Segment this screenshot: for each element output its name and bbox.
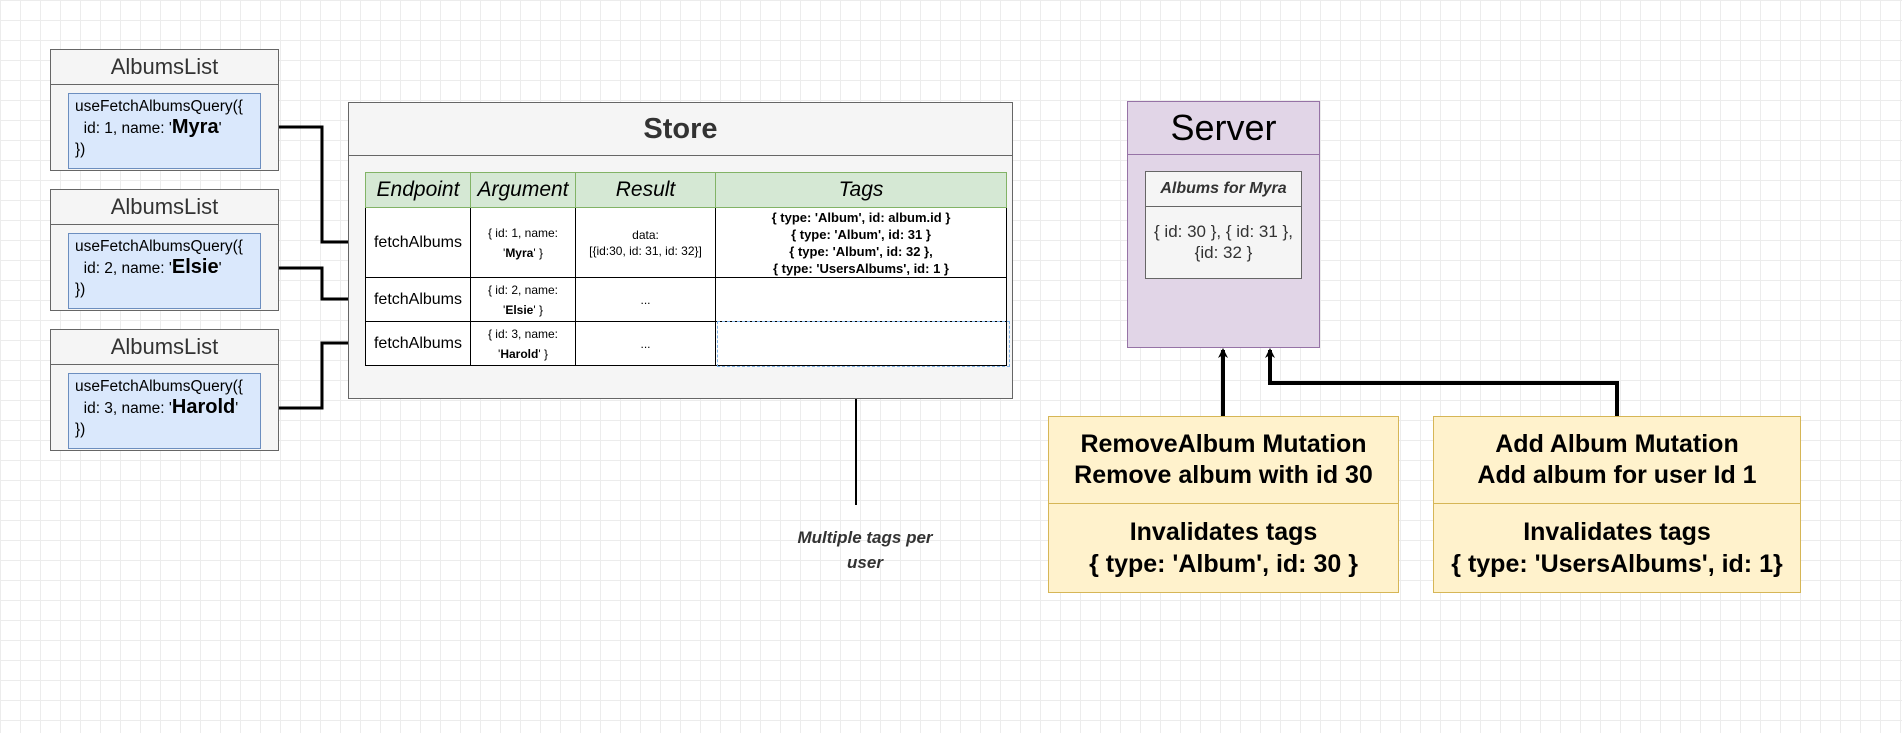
- arrow-harold-to-row3: [279, 338, 364, 410]
- arrow-elsie-to-row2: [279, 266, 364, 304]
- query-prefix: useFetchAlbumsQuery({: [75, 238, 243, 255]
- table-row: fetchAlbums { id: 1, name: 'Myra' } data…: [365, 207, 1007, 278]
- query-name: Myra: [171, 116, 219, 138]
- query-quote: ': [218, 260, 222, 277]
- fetch-query-harold: useFetchAlbumsQuery({ id: 3, name: 'Haro…: [68, 373, 261, 449]
- mutation-title: RemoveAlbum Mutation Remove album with i…: [1049, 417, 1398, 504]
- invalidates-tag: { type: 'UsersAlbums', id: 1}: [1451, 549, 1783, 578]
- header-argument: Argument: [470, 172, 576, 208]
- arg-prefix: { id: 3, name:: [487, 326, 559, 341]
- albums-list-myra: AlbumsList useFetchAlbumsQuery({ id: 1, …: [50, 49, 279, 171]
- invalidates-label: Invalidates tags: [1129, 517, 1318, 546]
- mutation-name: RemoveAlbum Mutation: [1080, 430, 1367, 458]
- table-row: fetchAlbums { id: 2, name: 'Elsie' } ...: [365, 277, 1007, 322]
- query-name: Elsie: [171, 256, 219, 278]
- mutation-desc: Add album for user Id 1: [1477, 461, 1757, 489]
- arg-close: ' }: [538, 346, 548, 361]
- mutation-invalidates: Invalidates tags { type: 'UsersAlbums', …: [1434, 503, 1800, 592]
- query-args: id: 1, name: ': [83, 120, 172, 137]
- endpoint-cell: fetchAlbums: [365, 207, 471, 278]
- table-row: fetchAlbums { id: 3, name: 'Harold' } ..…: [365, 321, 1007, 366]
- mutation-name: Add Album Mutation: [1495, 430, 1739, 458]
- mutation-title: Add Album Mutation Add album for user Id…: [1434, 417, 1800, 504]
- mutation-desc: Remove album with id 30: [1074, 461, 1373, 489]
- tag-line: { type: 'Album', id: 32 },: [789, 243, 933, 259]
- argument-cell: { id: 2, name: 'Elsie' }: [470, 277, 576, 322]
- server-albums-list: { id: 30 }, { id: 31 }, {id: 32 }: [1154, 222, 1293, 262]
- endpoint-cell: fetchAlbums: [365, 321, 471, 366]
- arg-quote: ': [498, 346, 501, 361]
- tag-line: { type: 'UsersAlbums', id: 1 }: [773, 260, 949, 276]
- query-suffix: }): [75, 421, 86, 438]
- albums-list-title: AlbumsList: [51, 50, 278, 85]
- add-album-mutation: Add Album Mutation Add album for user Id…: [1433, 416, 1801, 593]
- albums-list-title: AlbumsList: [51, 190, 278, 225]
- header-endpoint: Endpoint: [365, 172, 471, 208]
- annotation-line1: Multiple tags per: [797, 528, 933, 547]
- header-result: Result: [575, 172, 716, 208]
- argument-cell: { id: 1, name: 'Myra' }: [470, 207, 576, 278]
- tags-cell-selected[interactable]: [715, 321, 1007, 366]
- albums-list-elsie: AlbumsList useFetchAlbumsQuery({ id: 2, …: [50, 189, 279, 311]
- arg-close: ' }: [533, 302, 543, 317]
- query-prefix: useFetchAlbumsQuery({: [75, 98, 243, 115]
- query-prefix: useFetchAlbumsQuery({: [75, 378, 243, 395]
- albums-list-title: AlbumsList: [51, 330, 278, 365]
- server-container: Server Albums for Myra { id: 30 }, { id:…: [1127, 101, 1320, 348]
- arg-close: ' }: [533, 245, 543, 260]
- mutation-invalidates: Invalidates tags { type: 'Album', id: 30…: [1049, 503, 1398, 592]
- query-quote: ': [218, 120, 222, 137]
- query-quote: ': [235, 400, 239, 417]
- fetch-query-myra: useFetchAlbumsQuery({ id: 1, name: 'Myra…: [68, 93, 261, 169]
- query-args: id: 3, name: ': [83, 400, 172, 417]
- arg-name: Elsie: [505, 302, 534, 317]
- store-table: Endpoint Argument Result Tags fetchAlbum…: [365, 172, 1007, 366]
- arg-prefix: { id: 2, name:: [487, 282, 559, 297]
- albums-list-harold: AlbumsList useFetchAlbumsQuery({ id: 3, …: [50, 329, 279, 451]
- query-args: id: 2, name: ': [83, 260, 172, 277]
- store-header-row: Endpoint Argument Result Tags: [365, 172, 1007, 208]
- store-container: Store Endpoint Argument Result Tags fetc…: [348, 102, 1013, 399]
- invalidates-tag: { type: 'Album', id: 30 }: [1089, 549, 1358, 578]
- result-cell: ...: [575, 321, 716, 366]
- server-albums-title: Albums for Myra: [1146, 172, 1301, 207]
- arrow-add-to-server: [1265, 348, 1619, 416]
- arg-quote: ': [503, 245, 506, 260]
- fetch-query-elsie: useFetchAlbumsQuery({ id: 2, name: 'Elsi…: [68, 233, 261, 309]
- arrow-myra-to-row1: [279, 125, 364, 247]
- endpoint-cell: fetchAlbums: [365, 277, 471, 322]
- query-suffix: }): [75, 141, 86, 158]
- result-line1: data:: [632, 227, 659, 242]
- tag-line: { type: 'Album', id: 31 }: [791, 226, 931, 242]
- tags-annotation: Multiple tags per user: [775, 525, 955, 575]
- tags-cell: [715, 277, 1007, 322]
- remove-album-mutation: RemoveAlbum Mutation Remove album with i…: [1048, 416, 1399, 593]
- store-title: Store: [349, 103, 1012, 156]
- query-name: Harold: [171, 396, 236, 418]
- tags-cell: { type: 'Album', id: album.id } { type: …: [715, 207, 1007, 278]
- tag-line: { type: 'Album', id: album.id }: [771, 209, 951, 225]
- result-cell: ...: [575, 277, 716, 322]
- result-line2: [{id:30, id: 31, id: 32}]: [589, 243, 702, 258]
- header-tags: Tags: [715, 172, 1007, 208]
- result-cell: data: [{id:30, id: 31, id: 32}]: [575, 207, 716, 278]
- annotation-line2: user: [847, 553, 883, 572]
- invalidates-label: Invalidates tags: [1523, 517, 1711, 546]
- arg-quote: ': [503, 302, 506, 317]
- arg-name: Myra: [505, 245, 534, 260]
- argument-cell: { id: 3, name: 'Harold' }: [470, 321, 576, 366]
- arg-prefix: { id: 1, name:: [487, 225, 559, 240]
- server-albums-box: Albums for Myra { id: 30 }, { id: 31 }, …: [1145, 171, 1302, 279]
- arg-name: Harold: [500, 346, 539, 361]
- server-title: Server: [1128, 102, 1319, 155]
- query-suffix: }): [75, 281, 86, 298]
